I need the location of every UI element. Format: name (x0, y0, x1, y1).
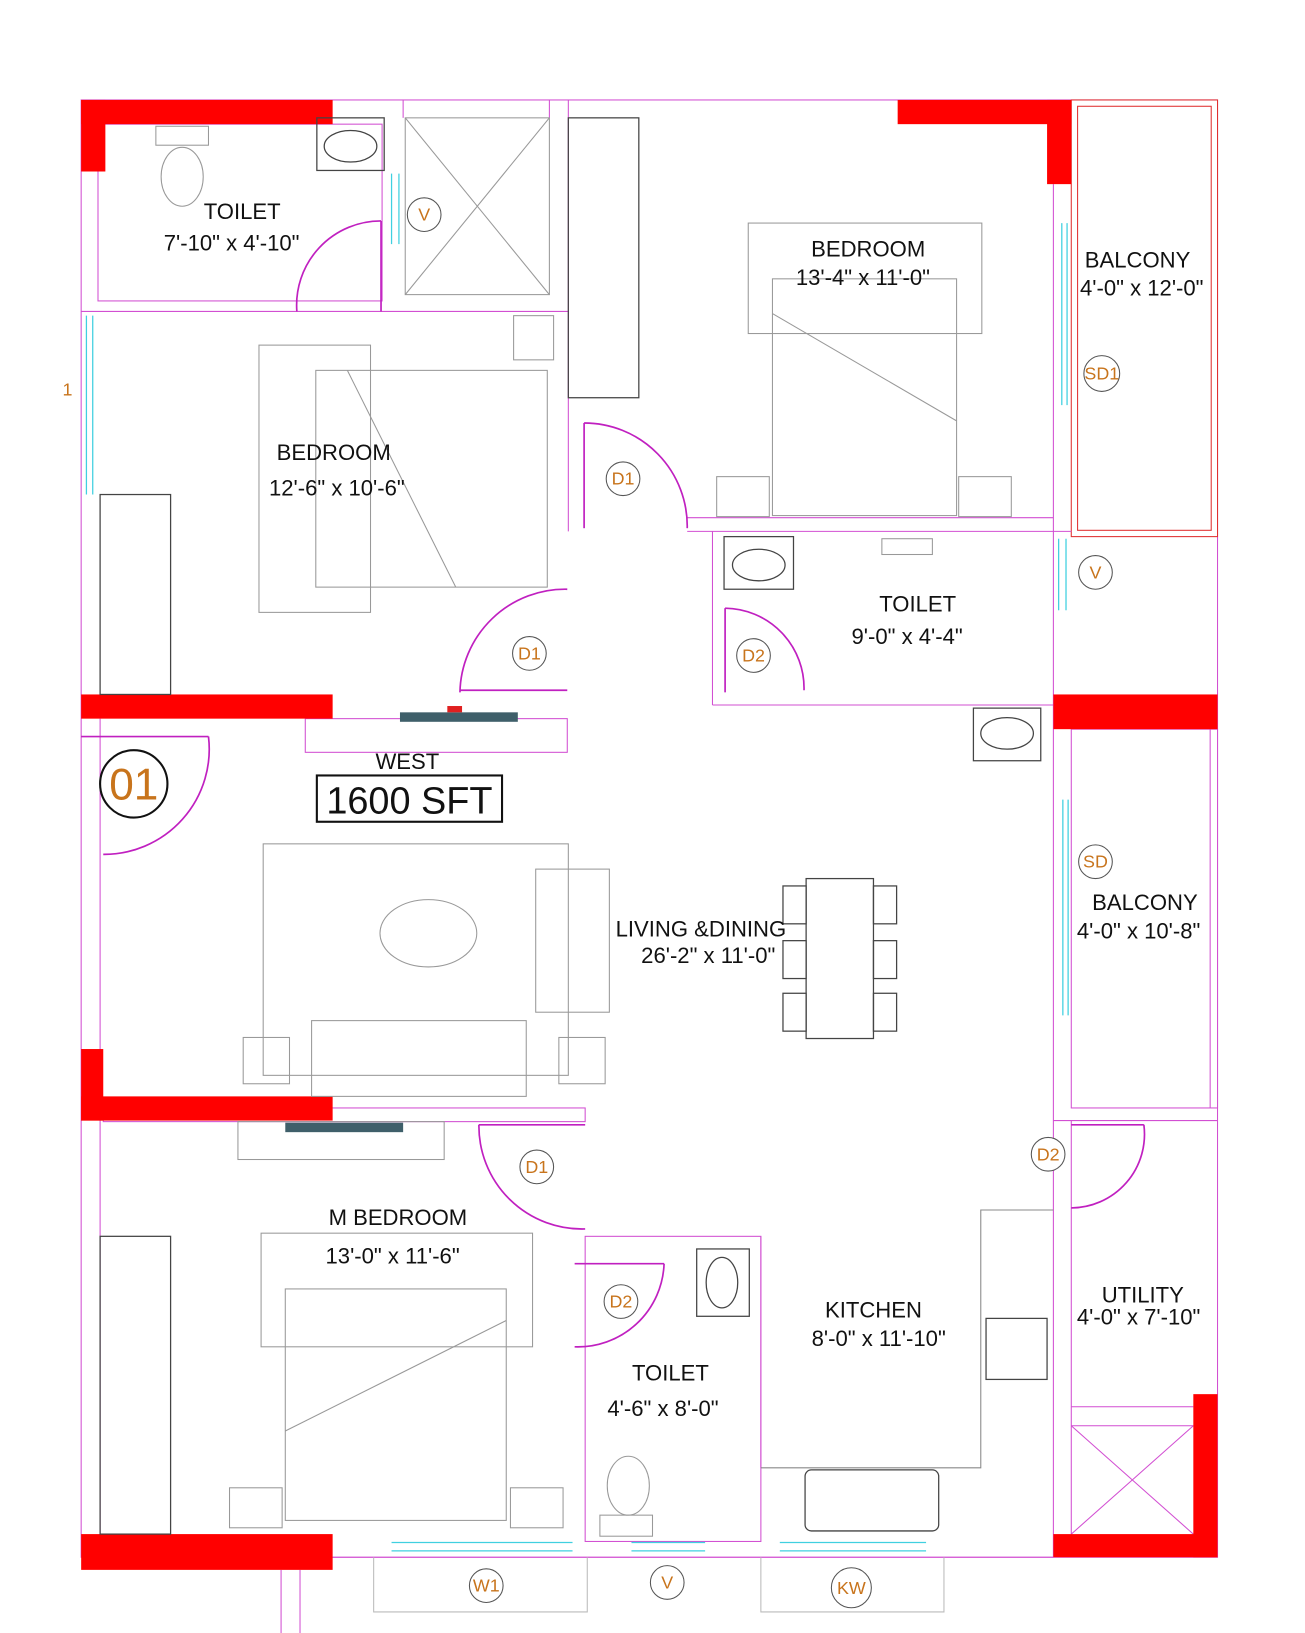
room-name: KITCHEN (825, 1297, 922, 1322)
tag: D1 (525, 1157, 548, 1177)
svg-text:01: 01 (109, 760, 158, 809)
outline-lines (80, 99, 1219, 1633)
tag: V (418, 205, 430, 225)
tag: SD1 (1084, 364, 1119, 384)
door-window-tags: V D1 SD1 V D1 D2 SD D1 D2 D2 W1 V KW 1 (63, 197, 1121, 1609)
tag: V (661, 1572, 673, 1592)
room-size: 12'-6" x 10'-6" (269, 476, 405, 501)
room-name: TOILET (879, 591, 956, 616)
tag: V (1090, 562, 1102, 582)
room-labels: TOILET 7'-10" x 4'-10" BEDROOM 13'-4" x … (164, 199, 1204, 1421)
windows (85, 173, 1069, 1552)
room-size: 4'-0" x 7'-10" (1077, 1305, 1201, 1330)
room-name: LIVING &DINING (616, 916, 787, 941)
room-name: TOILET (204, 199, 281, 224)
tag: D1 (518, 643, 541, 663)
room-size: 4'-0" x 12'-0" (1080, 276, 1204, 301)
tag: D2 (610, 1292, 633, 1312)
room-size: 7'-10" x 4'-10" (164, 230, 300, 255)
tag: KW (837, 1578, 866, 1598)
room-name: BEDROOM (277, 440, 391, 465)
doors (81, 220, 1146, 1348)
walls (81, 99, 1218, 1570)
tag: D1 (612, 469, 635, 489)
room-size: 13'-0" x 11'-6" (326, 1244, 460, 1269)
room-name: BEDROOM (811, 237, 925, 262)
room-size: 13'-4" x 11'-0" (796, 265, 930, 290)
room-size: 26'-2" x 11'-0" (641, 943, 775, 968)
room-size: 4'-0" x 10'-8" (1077, 919, 1201, 944)
room-name: BALCONY (1085, 247, 1191, 272)
room-name: M BEDROOM (329, 1205, 468, 1230)
tag: W1 (473, 1576, 500, 1596)
room-size: 8'-0" x 11'-10" (812, 1326, 946, 1351)
room-size: 9'-0" x 4'-4" (852, 624, 963, 649)
room-size: 4'-6" x 8'-0" (607, 1396, 718, 1421)
tag: 1 (63, 379, 73, 399)
area-label: 1600 SFT (326, 780, 492, 822)
area-box (315, 774, 504, 823)
tag: SD (1083, 852, 1108, 872)
room-name: BALCONY (1092, 890, 1198, 915)
unit-number-badge: 01 (99, 749, 169, 819)
direction-label: WEST (375, 749, 439, 774)
tag: D2 (742, 646, 765, 666)
furniture (99, 117, 1048, 1537)
room-name: TOILET (632, 1360, 709, 1385)
room-name: UTILITY (1102, 1283, 1184, 1308)
tag: D2 (1037, 1144, 1060, 1164)
